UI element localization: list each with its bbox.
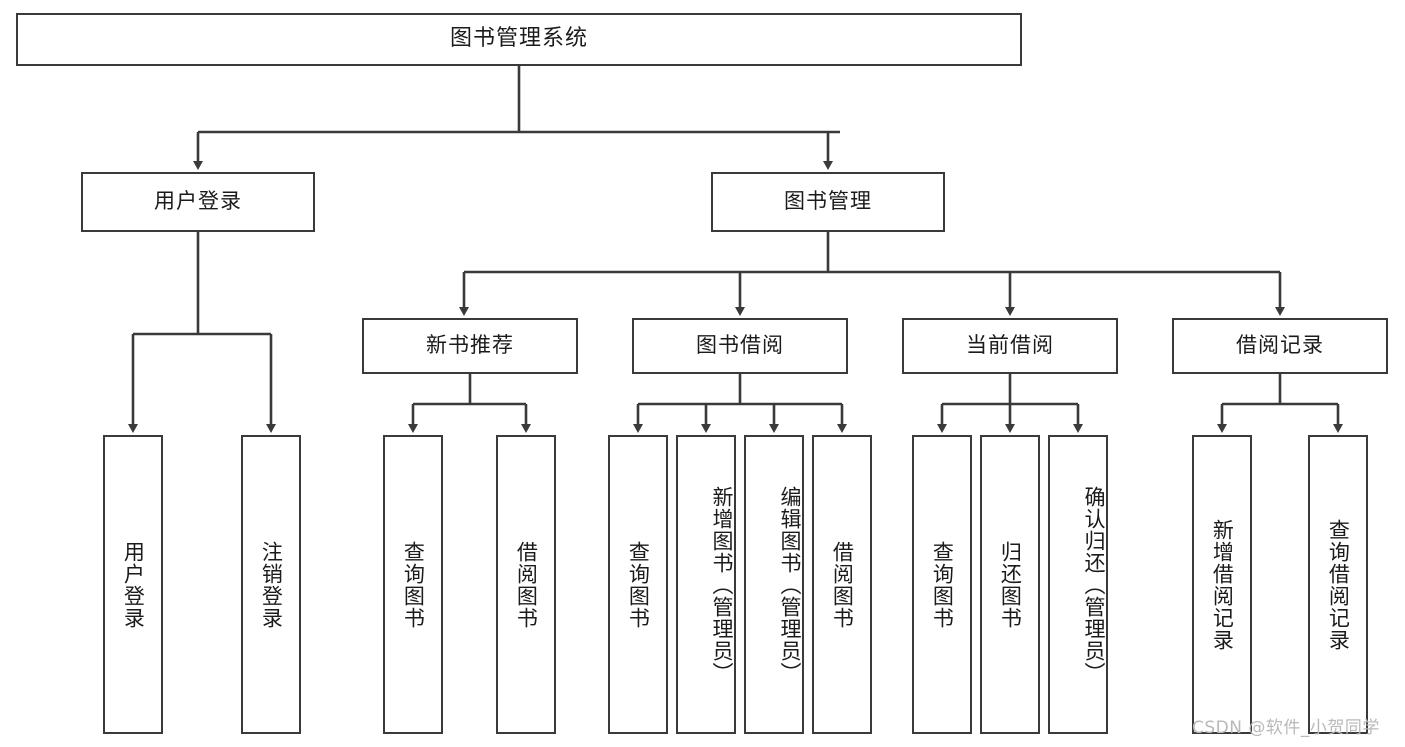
leaf-label: 新增借阅记录 — [1210, 518, 1235, 651]
leaf-current-borrow-return-book[interactable]: 归还图书 — [980, 435, 1040, 734]
node-new-book-recommend[interactable]: 新书推荐 — [362, 318, 578, 374]
node-current-borrow[interactable]: 当前借阅 — [902, 318, 1118, 374]
leaf-current-borrow-confirm-return-admin[interactable]: 确认归还（管理员） — [1048, 435, 1108, 734]
leaf-label: 编辑图书（管理员） — [778, 485, 802, 684]
leaf-label: 借阅图书 — [830, 540, 855, 629]
node-user-login[interactable]: 用户登录 — [81, 172, 315, 232]
leaf-label: 用户登录 — [121, 540, 146, 629]
leaf-user-login-logout[interactable]: 注销登录 — [241, 435, 301, 734]
leaf-book-borrow-add-book-admin[interactable]: 新增图书（管理员） — [676, 435, 736, 734]
leaf-label: 查询图书 — [930, 540, 955, 629]
leaf-book-borrow-query-book[interactable]: 查询图书 — [608, 435, 668, 734]
leaf-borrow-record-add-record[interactable]: 新增借阅记录 — [1192, 435, 1252, 734]
leaf-label: 查询图书 — [626, 540, 651, 629]
leaf-label: 注销登录 — [259, 540, 284, 629]
leaf-label: 新增图书（管理员） — [710, 485, 734, 684]
csdn-watermark: CSDN @软件_小贺同学 — [1192, 718, 1380, 738]
leaf-new-book-query-book[interactable]: 查询图书 — [383, 435, 443, 734]
leaf-label: 借阅图书 — [514, 540, 539, 629]
node-root-system[interactable]: 图书管理系统 — [16, 13, 1022, 66]
node-book-management[interactable]: 图书管理 — [711, 172, 945, 232]
leaf-borrow-record-query-record[interactable]: 查询借阅记录 — [1308, 435, 1368, 734]
leaf-label: 归还图书 — [998, 540, 1023, 629]
leaf-current-borrow-query-book[interactable]: 查询图书 — [912, 435, 972, 734]
leaf-new-book-borrow-book[interactable]: 借阅图书 — [496, 435, 556, 734]
node-borrow-record[interactable]: 借阅记录 — [1172, 318, 1388, 374]
leaf-label: 确认归还（管理员） — [1082, 485, 1106, 684]
leaf-book-borrow-edit-book-admin[interactable]: 编辑图书（管理员） — [744, 435, 804, 734]
leaf-label: 查询借阅记录 — [1326, 518, 1351, 651]
node-book-borrow[interactable]: 图书借阅 — [632, 318, 848, 374]
leaf-user-login-login[interactable]: 用户登录 — [103, 435, 163, 734]
leaf-book-borrow-borrow-book[interactable]: 借阅图书 — [812, 435, 872, 734]
leaf-label: 查询图书 — [401, 540, 426, 629]
